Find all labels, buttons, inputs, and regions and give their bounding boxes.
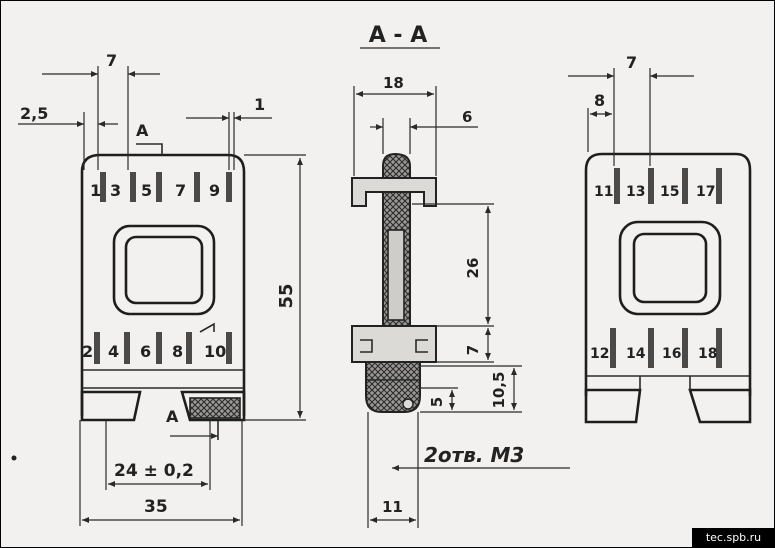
section-title: A - A [369,23,428,48]
section-lower-flange [351,325,437,363]
left-pin-label-5: 5 [141,181,152,200]
left-body-outline [80,153,246,416]
dim-right-pin-pitch: 7 [626,53,637,72]
left-pin-3 [130,172,136,202]
right-body-outline [584,152,752,396]
right-pin-label-13: 13 [626,184,645,200]
dim-sec-lower-flange: 7 [464,345,482,355]
right-pin-label-16: 16 [662,346,681,362]
right-pin-18 [716,328,722,368]
left-pin-label-9: 9 [209,181,220,200]
left-pin-label-8: 8 [172,342,183,361]
left-pin-bracket [199,322,215,333]
left-pin-4 [124,332,130,364]
left-pin-10 [226,332,232,364]
dim-left-pin-pitch: 7 [106,51,117,70]
left-foot-section-hatch [189,397,241,419]
left-foot-left [80,390,142,422]
left-pin-2 [94,332,100,364]
left-pin-label-10: 10 [204,342,226,361]
section-mark-top-line [136,143,163,155]
right-pin-11 [614,168,620,204]
dim-left-height: 55 [276,283,297,308]
right-view: 11 13 15 17 12 14 16 18 7 8 [568,53,752,424]
section-upper-flange [351,177,437,207]
dim-right-edge-offset: 8 [594,91,605,110]
right-foot-right [688,388,752,424]
right-pin-label-17: 17 [696,184,715,200]
left-pin-label-6: 6 [140,342,151,361]
right-pin-label-12: 12 [590,346,609,362]
left-pin-1 [100,172,106,202]
left-pin-7 [194,172,200,202]
left-pin-8 [186,332,192,364]
dim-sec-base-width: 11 [382,498,403,516]
dim-sec-base-lower: 5 [428,397,446,407]
dim-sec-base-height: 10,5 [490,371,508,408]
left-pin-label-2: 2 [82,342,93,361]
left-window-inner [124,235,204,305]
right-pin-label-14: 14 [626,346,646,362]
left-view: 1 3 5 7 9 2 4 6 8 10 A A 7 2,5 [18,51,306,526]
left-pin-5 [156,172,162,202]
left-pin-label-1: 1 [90,181,101,200]
right-pin-13 [648,168,654,204]
left-pin-6 [156,332,162,364]
section-view: 18 6 26 7 10,5 5 11 2отв. М3 [351,74,570,528]
right-pin-17 [716,168,722,204]
left-pin-9 [226,172,232,202]
left-pin-label-3: 3 [110,181,121,200]
section-lower-notch-a [360,339,373,353]
left-window-outer [112,224,216,316]
right-pin-12 [610,328,616,368]
dim-sec-flange-width: 18 [383,74,404,92]
left-pin-label-4: 4 [108,342,119,361]
left-pin-label-7: 7 [175,181,186,200]
right-foot-left [584,388,642,424]
right-pin-label-15: 15 [660,184,679,200]
section-window-slot [387,229,405,321]
section-mark-bottom: A [166,407,179,426]
dim-left-pin-width: 1 [254,95,265,114]
dim-sec-wall: 6 [462,108,472,126]
section-mark-top: A [136,121,149,140]
right-window-outer [618,220,722,316]
right-pin-15 [682,168,688,204]
dim-left-edge-offset: 2,5 [20,104,48,123]
dim-left-width: 35 [144,497,168,517]
section-thread-hole [402,398,414,410]
dim-left-mount-spacing: 24 ± 0,2 [114,461,194,481]
watermark: tec.spb.ru [692,528,775,548]
dim-sec-window-height: 26 [464,258,482,279]
thread-note: 2отв. М3 [424,443,524,467]
right-pin-16 [682,328,688,368]
right-window-inner [632,232,708,304]
right-pin-label-11: 11 [594,184,613,200]
section-lower-notch-b [415,339,428,353]
right-pin-14 [648,328,654,368]
right-pin-label-18: 18 [698,346,717,362]
stray-dot [11,455,17,461]
